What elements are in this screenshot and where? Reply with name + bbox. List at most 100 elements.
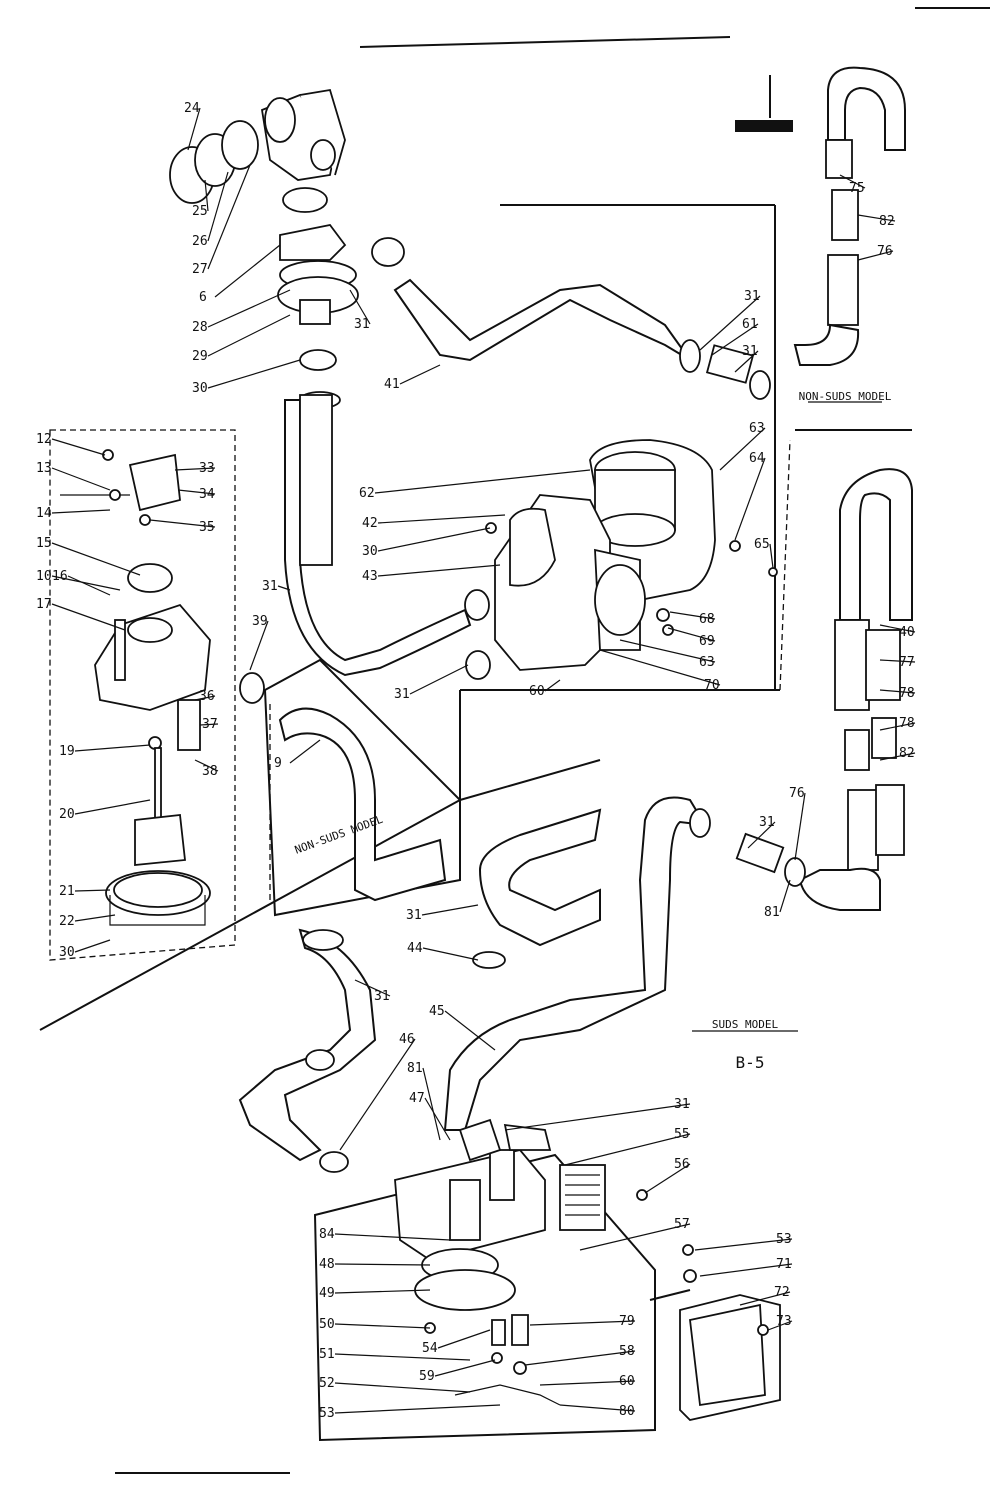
callout-leader-47 <box>277 585 291 591</box>
callout-leader-30 <box>51 467 111 491</box>
callout-39: 36 <box>199 689 215 704</box>
callout-leader-61 <box>444 1010 496 1051</box>
callout-31: 14 <box>36 506 52 521</box>
bottom-left-hose <box>238 928 377 1173</box>
callout-leader-13 <box>839 174 866 189</box>
callout-leader-66 <box>564 1133 691 1166</box>
callout-leader-36 <box>174 467 216 471</box>
callout-numbers: 2425262762829303141316131758276636465624… <box>36 101 916 1421</box>
callout-leader-18 <box>769 543 774 569</box>
callout-leader-53 <box>879 722 916 731</box>
callout-84: 72 <box>774 1285 790 1300</box>
callout-20: 42 <box>362 516 378 531</box>
callout-leader-48 <box>249 620 269 671</box>
callout-leader-74 <box>334 1382 471 1393</box>
callout-78: 58 <box>619 1344 635 1359</box>
callout-leader-44 <box>74 889 111 892</box>
non-suds-hose-left <box>263 658 461 917</box>
non-suds-model-label-right: NON-SUDS MODEL <box>799 390 892 403</box>
callout-leader-52 <box>879 689 916 694</box>
callout-leader-15 <box>857 250 894 261</box>
callout-41: 38 <box>202 764 218 779</box>
callout-70: 48 <box>319 1257 335 1272</box>
callout-leader-65 <box>504 1103 691 1131</box>
callout-56: 31 <box>759 815 775 830</box>
callout-46: 30 <box>59 945 75 960</box>
callout-50: 40 <box>899 625 915 640</box>
callout-61: 45 <box>429 1004 445 1019</box>
callout-23: 68 <box>699 612 715 627</box>
callout-leader-21 <box>377 527 491 552</box>
callout-leader-42 <box>74 744 151 752</box>
callout-leader-78 <box>524 1350 636 1366</box>
callout-59: 44 <box>407 941 423 956</box>
callout-leader-16 <box>719 427 766 471</box>
callout-leader-35 <box>51 603 126 631</box>
callout-leader-72 <box>334 1323 431 1329</box>
callout-35: 17 <box>36 597 52 612</box>
callout-43: 20 <box>59 807 75 822</box>
callout-leader-71 <box>334 1289 431 1294</box>
callout-36: 33 <box>199 461 215 476</box>
callout-30: 13 <box>36 461 52 476</box>
callout-leader-40 <box>199 723 219 726</box>
callout-12: 31 <box>742 344 758 359</box>
callout-leader-32 <box>51 542 141 576</box>
callout-7: 30 <box>192 381 208 396</box>
callout-26: 70 <box>704 678 720 693</box>
callout-73: 51 <box>319 1347 335 1362</box>
callout-leader-69 <box>334 1233 451 1241</box>
callout-4: 6 <box>199 290 207 305</box>
callout-32: 15 <box>36 536 52 551</box>
callout-82: 53 <box>776 1232 792 1247</box>
callout-leader-81 <box>559 1404 636 1412</box>
callout-42: 19 <box>59 744 75 759</box>
callout-leader-45 <box>74 914 116 922</box>
callout-leader-7 <box>207 359 301 389</box>
callout-leader-54 <box>879 752 916 761</box>
callout-10: 31 <box>744 289 760 304</box>
callout-leader-84 <box>739 1291 791 1306</box>
callout-5: 28 <box>192 320 208 335</box>
callout-leader-76 <box>437 1329 491 1349</box>
callout-60: 31 <box>374 989 390 1004</box>
callout-67: 56 <box>674 1157 690 1172</box>
callout-49: 9 <box>274 756 282 771</box>
callout-55: 76 <box>789 786 805 801</box>
callout-leader-49 <box>289 739 321 764</box>
callout-48: 39 <box>252 614 268 629</box>
callout-leader-75 <box>334 1404 501 1414</box>
callout-leader-1 <box>204 179 209 212</box>
callout-85: 73 <box>776 1314 792 1329</box>
callout-62: 46 <box>399 1032 415 1047</box>
callout-25: 63 <box>699 655 715 670</box>
callout-28: 60 <box>529 684 545 699</box>
callout-2: 26 <box>192 234 208 249</box>
callout-leader-31 <box>51 509 111 514</box>
callout-77: 79 <box>619 1314 635 1329</box>
callout-leader-11 <box>711 323 759 356</box>
non-suds-riser-top <box>793 66 906 366</box>
callout-leader-6 <box>207 314 291 357</box>
callout-45: 22 <box>59 914 75 929</box>
callout-leader-33 <box>67 575 111 596</box>
callout-leader-3 <box>207 164 251 270</box>
callout-80: 60 <box>619 1374 635 1389</box>
callout-71: 49 <box>319 1286 335 1301</box>
callout-leader-80 <box>539 1380 636 1386</box>
callout-leader-23 <box>669 611 716 620</box>
callout-79: 59 <box>419 1369 435 1384</box>
lower-pump-base <box>313 1118 656 1442</box>
callout-19: 62 <box>359 486 375 501</box>
callout-leader-39 <box>194 695 216 701</box>
standpipe-hose <box>284 391 472 677</box>
callout-leader-68 <box>579 1223 691 1251</box>
callout-leader-20 <box>377 514 506 524</box>
non-suds-riser-right <box>798 468 913 911</box>
callout-leader-37 <box>177 489 216 495</box>
callout-27: 31 <box>394 687 410 702</box>
callout-68: 57 <box>674 1217 690 1232</box>
callout-leader-24 <box>667 627 716 642</box>
callout-leader-64 <box>424 1097 451 1141</box>
